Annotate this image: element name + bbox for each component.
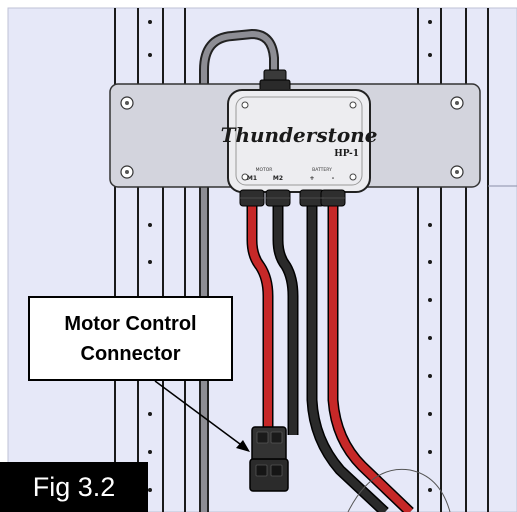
motor-control-connector (249, 426, 289, 492)
battery-black-wire (308, 200, 388, 512)
cable-glands-bottom (239, 189, 346, 207)
battery-port-1-label: + (309, 175, 314, 182)
wiring-harness (246, 200, 451, 512)
motor-red-wire (248, 200, 272, 435)
callout-line-2: Connector (80, 342, 181, 365)
motor-black-wire (274, 200, 297, 435)
callout-line-1: Motor Control (64, 312, 197, 335)
motor-port-2-label: M2 (273, 175, 283, 182)
cable-gland-top (259, 69, 291, 93)
callout-box: Motor Control Connector (28, 296, 233, 381)
motor-port-1-label: M1 (247, 175, 257, 182)
battery-red-wire (329, 200, 413, 512)
figure-label: Fig 3.2 (0, 462, 148, 512)
brand-name: Thunderstone (221, 123, 378, 147)
junction-box: Thunderstone HP-1 MOTOR BATTERY M1 M2 + … (221, 89, 378, 193)
model-name: HP-1 (334, 149, 359, 159)
motor-group-label: MOTOR (256, 167, 273, 173)
callout-arrow (154, 380, 250, 452)
battery-group-label: BATTERY (312, 167, 332, 173)
battery-port-2-label: - (332, 175, 335, 182)
